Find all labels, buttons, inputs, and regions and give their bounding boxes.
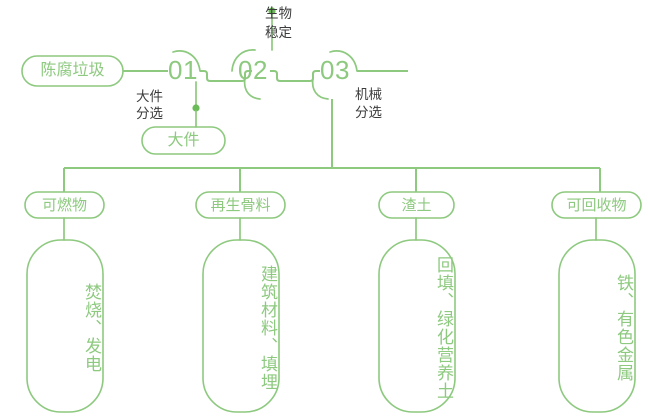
destination-box-3: [558, 239, 636, 413]
bulky-dot: [192, 104, 200, 112]
connector-02-to-03: [270, 70, 320, 82]
step-label-01-line2: 分选: [136, 106, 163, 121]
bulky-pill-shape: [141, 126, 226, 155]
step-label-02-line1: 生物: [265, 6, 292, 21]
destination-box-2: [378, 239, 456, 413]
category-label-2: 渣土: [401, 197, 432, 214]
node-03-arc-lower: [311, 77, 329, 100]
node-03-arc: [329, 50, 358, 72]
side-output-pill-label: 大件: [167, 132, 200, 149]
destination-text-1: 建筑材料、填埋: [258, 264, 277, 391]
category-label-1: 再生骨料: [210, 197, 271, 214]
step-number-03: 03: [320, 55, 350, 85]
step-label-01-line1: 大件: [136, 89, 163, 104]
step-label-03-line1: 机械: [355, 87, 382, 102]
destination-text-2: 回填、绿化营养土: [434, 255, 453, 400]
biostable-dot: [268, 7, 276, 15]
category-label-3: 可回收物: [566, 197, 627, 214]
node-02-arc-left: [231, 49, 256, 72]
node-01-arc: [172, 50, 201, 72]
step-label-03-line2: 分选: [355, 105, 382, 120]
step-label-02-line2: 稳定: [265, 25, 292, 40]
connector-01-to-02: [200, 70, 252, 82]
destination-box-0: [26, 239, 104, 413]
category-label-0: 可燃物: [41, 197, 87, 214]
step-number-02: 02: [238, 55, 268, 85]
destination-text-3: 铁、有色金属: [614, 273, 633, 382]
input-pill-label: 陈腐垃圾: [40, 62, 105, 79]
step-number-01: 01: [168, 55, 198, 85]
destination-box-1: [202, 239, 280, 413]
destination-text-0: 焚烧、发电: [82, 282, 101, 373]
node-02-arc-lower: [243, 77, 261, 100]
